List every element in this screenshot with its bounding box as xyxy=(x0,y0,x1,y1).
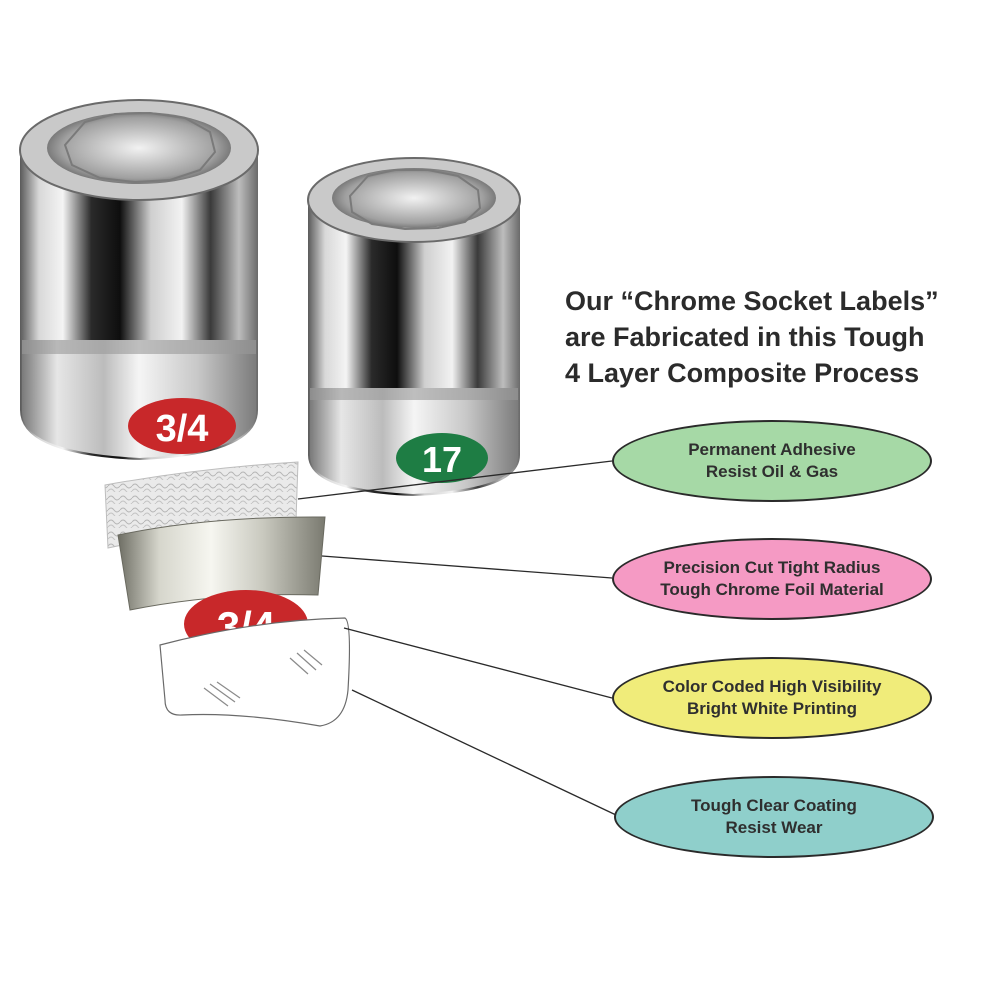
callout-adhesive-line-2: Resist Oil & Gas xyxy=(705,462,839,481)
headline: Our “Chrome Socket Labels” are Fabricate… xyxy=(565,283,995,391)
large-socket-label: 3/4 xyxy=(156,408,209,450)
callout-clear-coating-line-2: Resist Wear xyxy=(725,818,823,837)
callout-adhesive-line-1: Permanent Adhesive xyxy=(688,440,856,459)
headline-line-1: Our “Chrome Socket Labels” xyxy=(565,286,939,316)
headline-line-3: 4 Layer Composite Process xyxy=(565,358,920,388)
clear-coating-glare xyxy=(203,649,323,707)
leader-lines xyxy=(297,460,617,816)
callout-printing-line-1: Color Coded High Visibility xyxy=(662,677,882,696)
callout-chrome-foil: Precision Cut Tight Radius Tough Chrome … xyxy=(612,538,932,620)
large-socket xyxy=(19,99,259,460)
callout-printing: Color Coded High Visibility Bright White… xyxy=(612,657,932,739)
headline-line-2: are Fabricated in this Tough xyxy=(565,322,925,352)
small-socket xyxy=(307,157,521,496)
callout-printing-line-2: Bright White Printing xyxy=(687,699,857,718)
callout-chrome-foil-line-1: Precision Cut Tight Radius xyxy=(663,558,881,577)
clear-coating-layer xyxy=(159,617,351,727)
callout-adhesive: Permanent Adhesive Resist Oil & Gas xyxy=(612,420,932,502)
small-socket-label: 17 xyxy=(422,439,462,480)
callout-chrome-foil-line-2: Tough Chrome Foil Material xyxy=(660,580,884,599)
chrome-foil-layer xyxy=(117,516,326,611)
small-socket-label-oval xyxy=(396,433,488,483)
large-socket-label-oval xyxy=(128,398,236,454)
callout-clear-coating-line-1: Tough Clear Coating xyxy=(691,796,857,815)
callout-clear-coating: Tough Clear Coating Resist Wear xyxy=(614,776,934,858)
